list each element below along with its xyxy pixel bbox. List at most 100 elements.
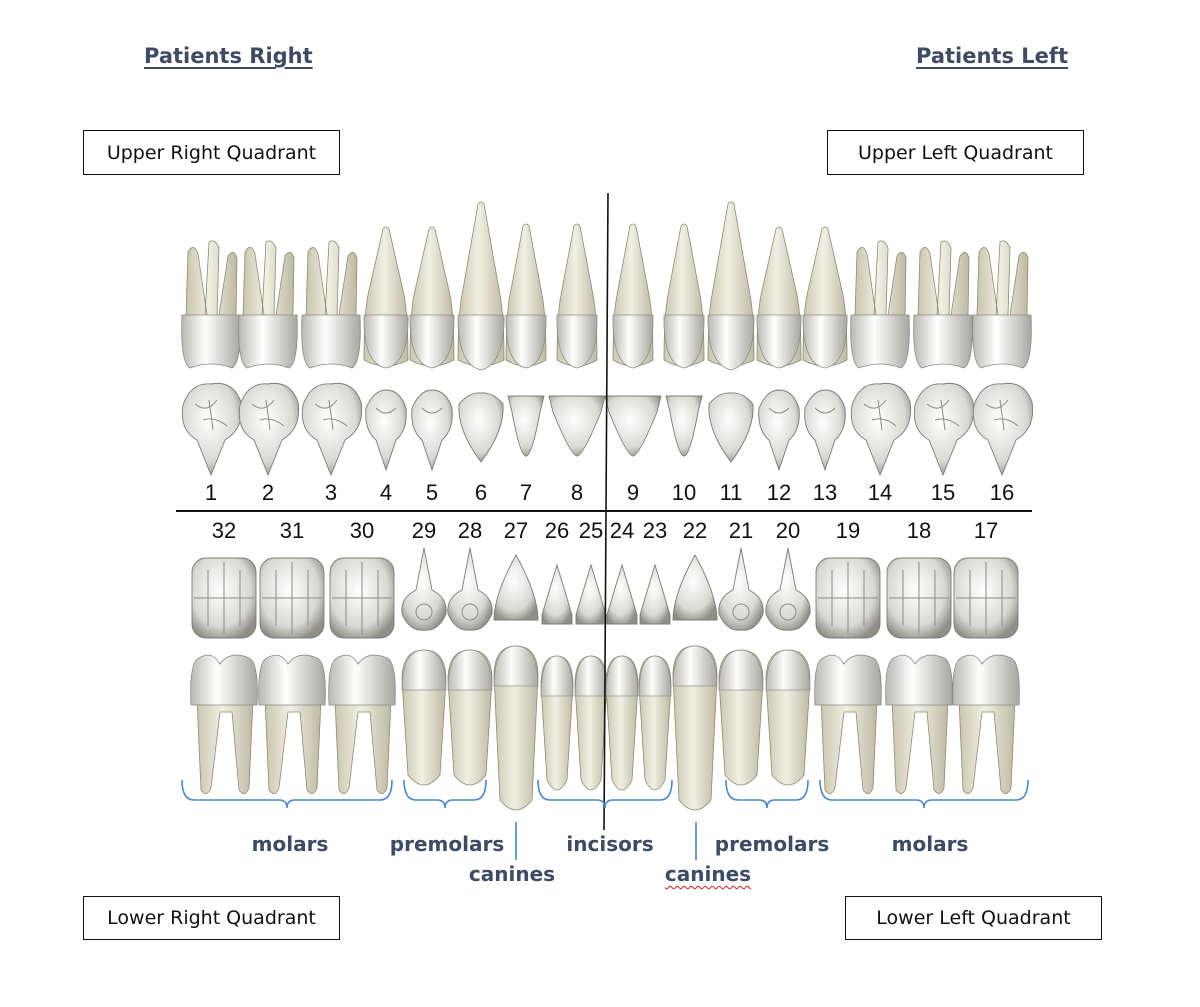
lower-right-quadrant-box: Lower Right Quadrant — [83, 896, 340, 940]
premolars-right-label: premolars — [389, 832, 505, 856]
lower-tooth-side-view — [718, 649, 764, 786]
premolars-left-label: premolars — [714, 832, 830, 856]
upper-tooth-side-view — [612, 223, 654, 369]
lower-tooth-side-view — [258, 654, 326, 794]
lower-tooth-side-view — [765, 649, 811, 786]
lower-tooth-side-view — [493, 645, 539, 811]
lower-tooth-occlusal-view — [329, 557, 395, 639]
lower-left-quadrant-box: Lower Left Quadrant — [845, 896, 1102, 940]
group-bracket — [819, 779, 1029, 809]
upper-tooth-side-view — [802, 226, 848, 369]
upper-tooth-occlusal-view — [804, 389, 846, 472]
tooth-number: 20 — [775, 518, 801, 543]
tooth-number: 13 — [812, 480, 838, 505]
lower-tooth-side-view — [638, 655, 672, 791]
lower-tooth-occlusal-view — [541, 563, 573, 625]
tooth-number: 14 — [867, 480, 893, 505]
lower-tooth-occlusal-view — [765, 547, 811, 631]
lower-tooth-occlusal-view — [815, 557, 881, 639]
upper-tooth-side-view — [756, 226, 802, 369]
tooth-number: 2 — [261, 480, 275, 505]
tooth-number: 25 — [578, 518, 604, 543]
upper-tooth-occlusal-view — [604, 395, 662, 457]
upper-tooth-side-view — [238, 240, 298, 369]
upper-tooth-occlusal-view — [548, 395, 606, 457]
patients-right-heading: Patients Right — [144, 44, 313, 68]
tooth-number: 19 — [835, 518, 861, 543]
upper-tooth-side-view — [913, 240, 973, 369]
lower-tooth-side-view — [605, 655, 639, 791]
tooth-number: 10 — [671, 480, 697, 505]
upper-tooth-occlusal-view — [181, 382, 243, 477]
lower-tooth-side-view — [540, 655, 574, 791]
tooth-number: 22 — [682, 518, 708, 543]
upper-tooth-side-view — [363, 226, 409, 369]
tooth-number: 5 — [425, 480, 439, 505]
patients-left-heading: Patients Left — [916, 44, 1069, 68]
tooth-number: 29 — [411, 518, 437, 543]
lower-tooth-side-view — [190, 654, 258, 794]
group-bracket — [403, 779, 487, 809]
lower-tooth-side-view — [574, 655, 608, 791]
lower-tooth-occlusal-view — [493, 554, 539, 621]
tooth-number: 6 — [474, 480, 488, 505]
lower-tooth-occlusal-view — [672, 554, 718, 621]
molars-right-label: molars — [251, 832, 329, 856]
tooth-number: 26 — [544, 518, 570, 543]
tooth-number: 1 — [204, 480, 218, 505]
upper-tooth-occlusal-view — [708, 392, 754, 463]
lower-tooth-occlusal-view — [191, 557, 257, 639]
upper-occlusal-teeth — [181, 382, 1034, 477]
tooth-number: 31 — [279, 518, 305, 543]
canines-right-label: canines — [468, 862, 556, 886]
lower-tooth-side-view — [814, 654, 882, 794]
lower-tooth-side-view — [672, 645, 718, 811]
upper-tooth-occlusal-view — [913, 382, 975, 477]
tooth-number: 8 — [570, 480, 584, 505]
tooth-number: 28 — [457, 518, 483, 543]
upper-tooth-occlusal-view — [507, 395, 545, 457]
upper-tooth-side-view — [556, 223, 598, 369]
lower-tooth-occlusal-view — [606, 563, 638, 625]
upper-tooth-occlusal-view — [665, 395, 703, 457]
lower-tooth-side-view — [447, 649, 493, 786]
lower-side-teeth — [190, 645, 1020, 811]
upper-tooth-side-view — [457, 201, 505, 371]
upper-tooth-occlusal-view — [758, 389, 800, 472]
upper-tooth-occlusal-view — [238, 382, 300, 477]
group-brackets — [181, 779, 1029, 860]
upper-tooth-occlusal-view — [972, 382, 1034, 477]
lower-tooth-side-view — [885, 654, 953, 794]
lower-tooth-occlusal-view — [953, 557, 1019, 639]
lower-tooth-occlusal-view — [401, 547, 447, 631]
upper-tooth-occlusal-view — [365, 389, 407, 472]
tooth-number: 32 — [211, 518, 237, 543]
molars-left-label: molars — [891, 832, 969, 856]
upper-tooth-side-view — [663, 223, 705, 369]
upper-tooth-side-view — [505, 223, 547, 369]
group-bracket — [537, 779, 673, 809]
upper-left-quadrant-box: Upper Left Quadrant — [827, 130, 1084, 175]
tooth-number: 23 — [642, 518, 668, 543]
lower-tooth-occlusal-view — [575, 563, 607, 625]
upper-tooth-occlusal-view — [850, 382, 912, 477]
lower-tooth-occlusal-view — [886, 557, 952, 639]
incisors-label: incisors — [566, 832, 654, 856]
upper-tooth-side-view — [409, 226, 455, 369]
upper-right-quadrant-box: Upper Right Quadrant — [83, 130, 340, 175]
upper-tooth-occlusal-view — [301, 382, 363, 477]
lower-tooth-side-view — [401, 649, 447, 786]
tooth-number: 9 — [626, 480, 640, 505]
lower-tooth-side-view — [328, 654, 396, 794]
tooth-number: 7 — [519, 480, 533, 505]
tooth-number: 30 — [349, 518, 375, 543]
upper-tooth-occlusal-view — [458, 392, 504, 463]
tooth-number: 24 — [609, 518, 635, 543]
lower-tooth-occlusal-view — [259, 557, 325, 639]
tooth-number: 21 — [728, 518, 754, 543]
upper-side-teeth — [181, 201, 1032, 371]
lower-tooth-occlusal-view — [447, 547, 493, 631]
group-bracket — [725, 779, 809, 809]
lower-tooth-side-view — [952, 654, 1020, 794]
lower-occlusal-teeth — [191, 547, 1019, 639]
